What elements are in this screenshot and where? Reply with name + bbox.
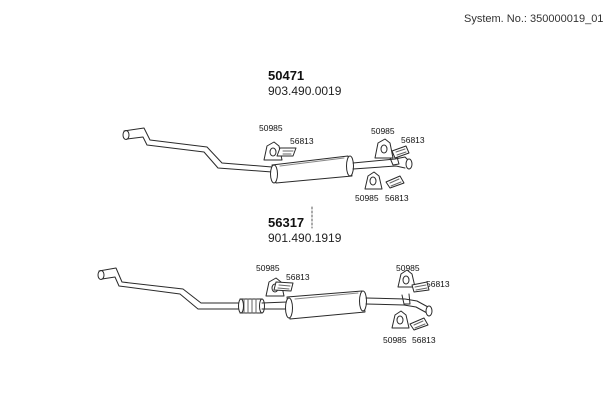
assembly-1-exhaust [122, 127, 413, 190]
assembly-2-label-hanger-right-bottom: 50985 [383, 335, 407, 345]
assembly-1-code: 903.490.0019 [268, 84, 342, 98]
assembly-2-label-clamp-left: 56813 [286, 272, 310, 282]
assembly-2-label-hanger-left: 50985 [256, 263, 280, 273]
assembly-1-label-clamp-left: 56813 [290, 136, 314, 146]
assembly-2-part-number: 56317 [268, 215, 305, 230]
assembly-2-label-hanger-right-top: 50985 [396, 263, 420, 273]
assembly-2-code: 901.490.1919 [268, 231, 342, 245]
assembly-1-label-clamp-right-bottom: 56813 [385, 193, 409, 203]
assembly-1-label-clamp-right-top: 56813 [401, 135, 425, 145]
assembly-2-label-clamp-right-bottom: 56813 [412, 335, 436, 345]
assembly-1-label-hanger-right-top: 50985 [371, 126, 395, 136]
assembly-2-exhaust [97, 267, 433, 331]
assembly-2-label-clamp-right-top: 56813 [426, 279, 450, 289]
assembly-1-label-hanger-right-bottom: 50985 [355, 193, 379, 203]
system-number: System. No.: 350000019_01 [464, 13, 603, 25]
assembly-1-part-number: 50471 [268, 68, 305, 83]
assembly-1-label-hanger-left: 50985 [259, 123, 283, 133]
